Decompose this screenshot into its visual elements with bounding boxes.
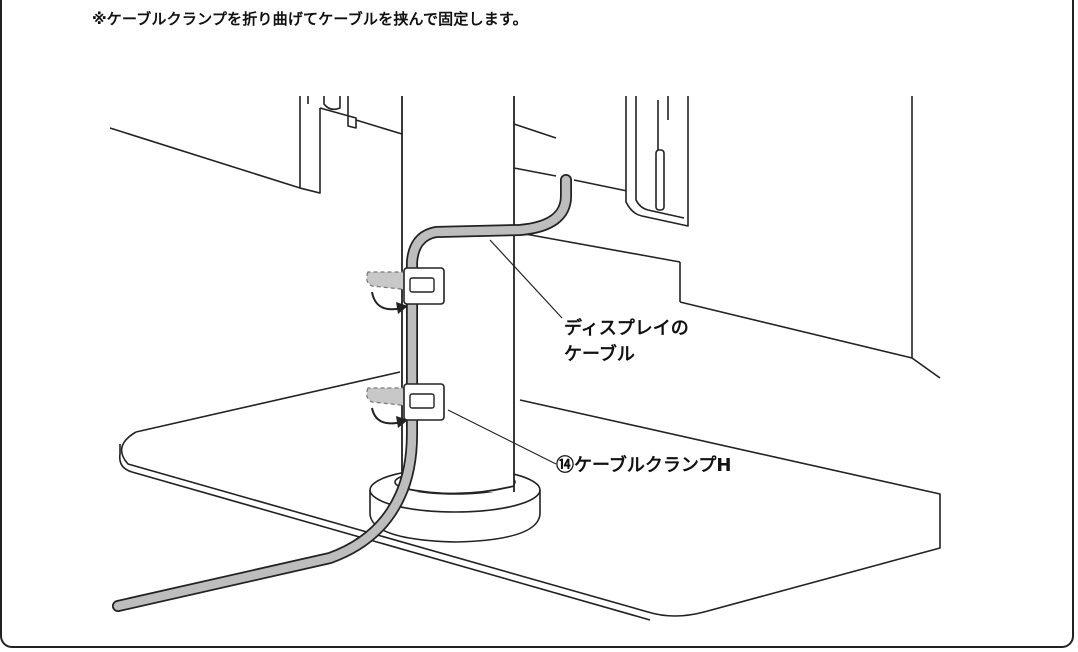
cable-clamp-lower — [366, 383, 445, 428]
cable-clamp-upper — [366, 267, 445, 314]
stand-pole — [401, 96, 515, 495]
left-mount-bracket — [299, 96, 357, 194]
cable-clamp-label: ⑭ケーブルクランプH — [556, 454, 731, 476]
display-back-panel — [109, 96, 941, 379]
display-cable-label-line2: ケーブル — [564, 343, 635, 365]
cable-clamp-leader-line — [447, 409, 557, 465]
display-cable — [112, 174, 572, 612]
right-mount-bracket — [625, 96, 689, 227]
display-cable-leader-line — [489, 239, 563, 319]
display-cable-label-line1: ディスプレイの — [564, 317, 689, 339]
instruction-note: ※ケーブルクランプを折り曲げてケーブルを挟んで固定します。 — [92, 10, 528, 28]
